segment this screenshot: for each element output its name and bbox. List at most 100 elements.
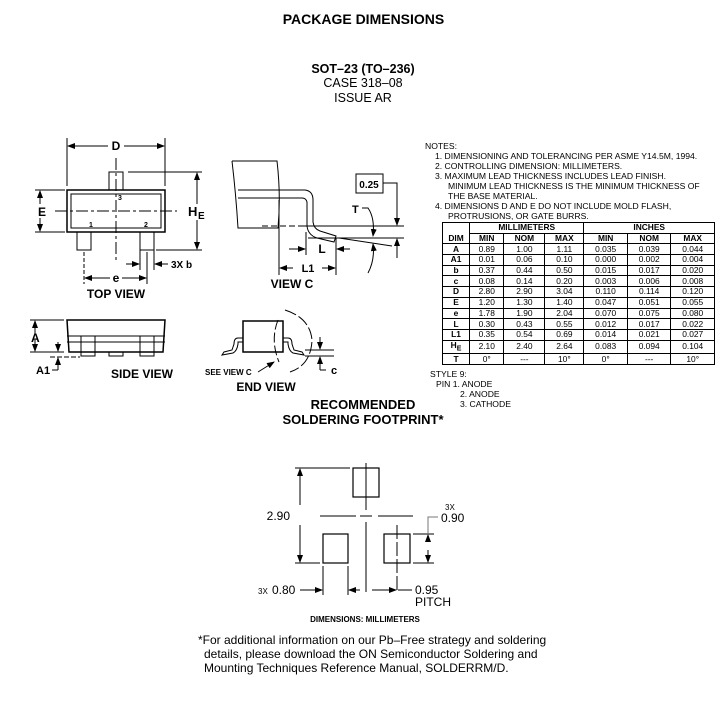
value-cell: 0.08 xyxy=(468,275,505,288)
dim-D-label: D xyxy=(112,139,121,153)
value-cell: 2.90 xyxy=(503,286,546,298)
dim-e-label: e xyxy=(113,271,120,285)
value-cell: 0.006 xyxy=(626,275,672,288)
value-cell: 0.055 xyxy=(670,296,715,309)
note-item: 1. DIMENSIONING AND TOLERANCING PER ASME… xyxy=(435,151,698,161)
note-item: PROTRUSIONS, OR GATE BURRS. xyxy=(448,211,589,221)
value-cell: 0.012 xyxy=(583,318,628,330)
value-cell: 0.075 xyxy=(626,307,672,320)
value-cell: 0.035 xyxy=(583,243,628,256)
footprint-title: RECOMMENDED SOLDERING FOOTPRINT* xyxy=(263,397,463,427)
value-cell: 0° xyxy=(583,353,628,365)
dim-L1-label: L1 xyxy=(302,263,315,275)
value-cell: 0.003 xyxy=(583,275,628,288)
value-cell: 1.11 xyxy=(544,243,585,256)
footnote-line: *For additional information on our Pb–Fr… xyxy=(198,633,547,647)
value-cell: 0.015 xyxy=(583,264,628,277)
end-view-label: END VIEW xyxy=(236,380,296,394)
pad-width-multiplier: 3X xyxy=(258,587,268,596)
value-cell: 0.30 xyxy=(468,318,505,330)
pad-width-label: 0.80 xyxy=(272,583,296,597)
pin-item: PIN 1. ANODE xyxy=(436,379,493,389)
top-view-drawing: D E H E e 3X b 1 2 3 TOP VIEW xyxy=(35,138,205,301)
dim-L-label: L xyxy=(318,242,325,256)
value-cell: 0.044 xyxy=(670,243,715,256)
column-header: NOM xyxy=(626,232,672,245)
units-label: DIMENSIONS: MILLIMETERS xyxy=(310,615,420,624)
value-cell: 0.004 xyxy=(670,254,715,266)
value-cell: 0.017 xyxy=(626,264,672,277)
value-cell: 0.06 xyxy=(503,254,546,266)
value-cell: 1.90 xyxy=(503,307,546,320)
value-cell: 1.00 xyxy=(503,243,546,256)
pitch-label: PITCH xyxy=(415,595,451,609)
dim-A1-label: A1 xyxy=(36,365,50,377)
footprint-title-line2: SOLDERING FOOTPRINT* xyxy=(282,412,444,427)
note-item: 4. DIMENSIONS D AND E DO NOT INCLUDE MOL… xyxy=(435,201,672,211)
side-view-drawing: A A1 SIDE VIEW xyxy=(30,319,174,381)
footnote-line: details, please download the ON Semicond… xyxy=(204,647,538,661)
pin-item: 3. CATHODE xyxy=(460,399,511,409)
note-item: 3. MAXIMUM LEAD THICKNESS INCLUDES LEAD … xyxy=(435,171,666,181)
pad-height-label: 0.90 xyxy=(441,511,465,525)
footnote-line: Mounting Techniques Reference Manual, SO… xyxy=(204,661,509,675)
footprint-height-label: 2.90 xyxy=(267,509,291,523)
pin-3-label: 3 xyxy=(118,195,122,202)
value-cell: 0.35 xyxy=(468,328,505,341)
dim-b-label: 3X b xyxy=(171,260,192,271)
value-cell: 10° xyxy=(544,353,585,365)
style-block: STYLE 9: PIN 1. ANODE 2. ANODE 3. CATHOD… xyxy=(430,369,511,409)
value-cell: 0.002 xyxy=(626,254,672,266)
value-cell: 0.022 xyxy=(670,318,715,330)
value-cell: 0.44 xyxy=(503,264,546,277)
value-cell: 0.01 xyxy=(468,254,505,266)
value-cell: 0° xyxy=(468,353,505,365)
dim-T-label: T xyxy=(352,204,359,216)
soldering-footprint-drawing: 2.90 3X 0.90 3X 0.80 0.95 PITCH DIMENSIO… xyxy=(258,463,465,624)
top-view-label: TOP VIEW xyxy=(87,287,146,301)
pad-height-multiplier: 3X xyxy=(445,503,455,512)
dim-cell: e xyxy=(442,307,470,320)
value-cell: 0.051 xyxy=(626,296,672,309)
value-cell: 0.110 xyxy=(583,286,628,298)
value-cell: 0.89 xyxy=(468,243,505,256)
dim-cell: A xyxy=(442,243,470,256)
group-header: INCHES xyxy=(583,222,715,234)
pitch-value: 0.95 xyxy=(415,583,439,597)
footprint-title-line1: RECOMMENDED xyxy=(310,397,416,412)
view-c-drawing: 0.25 T L L1 VIEW C xyxy=(231,160,404,291)
dim-cell: c xyxy=(442,275,470,288)
value-cell: 0.047 xyxy=(583,296,628,309)
pin-2-label: 2 xyxy=(144,222,148,229)
value-cell: --- xyxy=(503,353,546,365)
dim-HE-subscript: E xyxy=(198,211,205,222)
value-cell: 0.104 xyxy=(670,339,715,355)
see-view-c-label: SEE VIEW C xyxy=(205,368,252,377)
footnote: *For additional information on our Pb–Fr… xyxy=(198,633,546,675)
package-name: SOT–23 (TO–236) xyxy=(311,62,415,76)
value-cell: 0.43 xyxy=(503,318,546,330)
dim-E-label: E xyxy=(38,205,46,219)
value-cell: 0.083 xyxy=(583,339,628,355)
value-cell: 0.080 xyxy=(670,307,715,320)
value-cell: 0.69 xyxy=(544,328,585,341)
value-cell: 0.021 xyxy=(626,328,672,341)
column-header: MAX xyxy=(544,232,585,245)
value-cell: 0.14 xyxy=(503,275,546,288)
package-case: CASE 318–08 xyxy=(323,76,403,90)
value-cell: 0.000 xyxy=(583,254,628,266)
value-cell: 0.20 xyxy=(544,275,585,288)
value-cell: 0.014 xyxy=(583,328,628,341)
value-cell: 2.10 xyxy=(468,339,505,355)
package-issue: ISSUE AR xyxy=(334,91,392,105)
value-cell: 0.027 xyxy=(670,328,715,341)
value-cell: 0.094 xyxy=(626,339,672,355)
dim-c-label: c xyxy=(331,365,337,377)
